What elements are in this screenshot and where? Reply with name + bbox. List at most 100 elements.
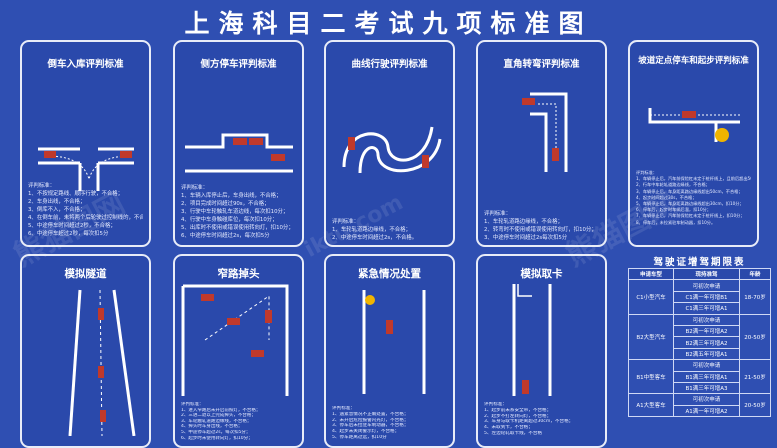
right-angle-diagram [522,92,568,172]
car-icon [100,410,106,422]
rule-line: 3、车身与取卡机距离超过30cm，不合格； [484,419,574,425]
card-title: 倒车入库评判标准 [47,59,124,70]
rule-line: 2、转弯时不使用或错误使用转向灯，扣10分； [484,227,597,233]
rule-line: 7、车辆停止后，汽车前保险杠未定于桩杆线上，扣10分； [636,213,745,219]
card-narrow-uturn: 窄路掉头 评判标准： 1、进入窄路后未开启前照灯，不合格； 2、三进二退以上完成… [173,254,304,448]
requirement-cell: 可初次申请 [673,313,740,326]
card-curve-driving: 曲线行驶评判标准 评判标准： 1、车轮轧道路边缘线，不合格； 2、中途停车时间超… [324,40,455,247]
table-row: A1大型客车 可初次申请 20-50岁 [628,393,771,418]
rule-line: 3、车辆停止后，车身距离路边缘线超出50cm，不合格； [636,188,743,194]
column-header: 年龄 [739,267,771,281]
rules-list: 评判标准： 1、进入窄路后未开启前照灯，不合格； 2、三进二退以上完成掉头，不合… [181,402,296,441]
ticket-diagram [512,284,552,396]
rule-line: 1、车辆停止后，汽车前保险杠未定于桩杆线上，且前后超出50cm，不合格； [636,176,751,182]
rule-line: 1、车轮轧道路边缘线，不合格； [484,219,563,225]
curve-road-diagram [342,126,442,174]
rule-line: 3、倒库不入，不合格； [28,207,86,213]
license-table-title: 驾驶证增驾期限表 [653,257,746,268]
car-icon [265,310,272,323]
rule-line: 4、起步未关闭警示灯，不合格； [332,429,400,435]
car-icon [249,138,263,145]
rule-line: 6、中途停车时间超过2s，每次扣5分 [181,233,270,239]
car-icon [98,308,104,320]
card-emergency: 紧急情况处置 评判标准： 1、遇紧急情况不正确处置，不合格； 2、未开启危险报警… [324,254,455,448]
card-reverse-parking: 倒车入库评判标准 评判标准： 1、不按规定路线、顺序行驶，不合格； 2、车身出线… [20,40,151,247]
requirement-cell: C1满一年可增B1 [673,290,740,304]
vehicle-type-cell: B1中型客车 [628,359,674,395]
vehicle-type-cell: B2大型汽车 [628,313,674,361]
car-icon [348,137,355,150]
rules-list: 评判标准： 1、车轮轧道路边缘线，不合格； 2、转弯时不使用或错误使用转向灯，扣… [484,210,599,242]
side-parking-diagram [185,133,293,173]
reverse-parking-diagram [38,147,134,191]
card-title: 模拟取卡 [520,268,563,280]
card-slope-parking: 坡道定点停车和起步评判标准 评判标准： 1、车辆停止后，汽车前保险杠未定于桩杆线… [628,40,759,247]
car-icon [271,154,285,161]
vehicle-type-cell: A1大型客车 [628,393,674,418]
requirement-cell: B2满一年可增A2 [673,324,740,338]
rule-line: 4、掉头时车身出线，不合格； [181,424,243,430]
rule-line: 3、中途停车时间超过2s每次扣5分 [484,235,568,241]
rule-line: 3、行驶中车轮触轧车道边线，每次扣10分； [181,209,289,215]
requirement-cell: B1满三年可增A1 [673,370,740,383]
car-icon [120,151,132,158]
rule-line: 1、起步前未系安全带，不合格； [484,407,552,413]
rule-line: 1、进入窄路后未开启前照灯，不合格； [181,407,261,413]
stop-sign-icon [715,128,729,142]
age-cell: 18-70岁 [739,279,771,315]
rule-line: 4、在倒车前，未将两个后轮驶过控制线的，不合格； [28,215,143,221]
car-icon [44,151,56,158]
column-header: 申请车型 [628,267,674,281]
rules-list: 评判标准： 1、遇紧急情况不正确处置，不合格； 2、未开启危险报警闪光灯，不合格… [332,406,447,441]
car-icon [522,380,529,394]
requirement-cell: 可初次申请 [673,393,740,406]
uturn-diagram [181,284,289,396]
requirement-cell: A1满一年可增A2 [673,404,740,418]
card-title: 紧急情况处置 [358,268,421,280]
rule-line: 评判标准： [636,170,657,175]
rule-line: 2、未开启危险报警闪光灯，不合格； [332,417,409,423]
requirement-cell: 可初次申请 [673,279,740,292]
rule-line: 3、车轮触轧道路边缘线，不合格； [181,418,252,424]
car-icon [422,155,429,168]
rule-line: 5、中途停车时间超过2秒，不合格； [28,223,116,229]
vehicle-type-cell: C1小型汽车 [628,279,674,315]
rule-line: 2、车身出线，不合格； [28,199,86,205]
age-cell: 21-50岁 [739,359,771,395]
rule-line: 评判标准： [484,211,511,217]
table-header-row: 申请车型 现持准驾 年龄 [628,267,771,281]
table-row: C1小型汽车 可初次申请 18-70岁 [628,279,771,315]
poster: 上海科目二考试九项标准图 倒车入库评判标准 评判标准： 1、不按规定路线、顺序行… [8,9,771,448]
requirement-cell: B1满三年可增A3 [673,381,740,395]
rule-line: 5、停车距离过远，扣10分 [332,434,387,440]
car-icon [98,366,104,378]
card-tunnel: 模拟隧道 [20,254,151,448]
card-right-angle-turn: 直角转弯评判标准 评判标准： 1、车轮轧道路边缘线，不合格； 2、转弯时不使用或… [476,40,607,247]
car-icon [522,98,535,105]
rule-line: 6、起步时未使用转向灯，扣10分； [181,435,253,441]
poster-title: 上海科目二考试九项标准图 [184,9,593,38]
requirement-cell: B2满三年可增A2 [673,336,740,349]
rule-line: 5、左边轮轧取卡线，不合格 [484,430,543,436]
age-cell: 20-50岁 [739,313,771,361]
warning-light-icon [365,295,375,305]
rule-line: 2、项目完成时间超过90s，不合格； [181,201,270,207]
rule-line: 2、行车中车轮轧道路边缘线，不合格； [636,182,710,188]
rule-line: 5、车辆停止后，车身距离路边缘线超出30cm，扣10分； [636,201,744,207]
car-icon [682,111,696,118]
rule-line: 4、起步时间超过30s，不合格； [636,194,697,200]
card-title: 直角转弯评判标准 [503,59,580,70]
card-title: 模拟隧道 [64,268,107,280]
rule-line: 5、中途停车超过2s，每次扣5分； [181,429,251,435]
table-row: B2大型汽车 可初次申请 20-50岁 [628,313,771,361]
rule-line: 4、行驶中车身触碰库位，每次扣10分； [181,217,278,223]
rule-line: 评判标准： [484,402,507,407]
rule-line: 3、停车后未拉驻车制动器，不合格； [332,423,409,429]
table-row: B1中型客车 可初次申请 21-50岁 [628,359,771,395]
rules-list: 评判标准： 1、车辆停止后，汽车前保险杠未定于桩杆线上，且前后超出50cm，不合… [636,170,751,226]
car-icon [251,350,264,357]
rules-list: 评判标准： 1、车轮轧道路边缘线，不合格； 2、中途停车时间超过2s，不合格。 [332,218,447,242]
car-icon [227,318,240,325]
card-title: 侧方停车评判标准 [200,59,277,70]
rule-line: 评判标准： [332,406,355,411]
